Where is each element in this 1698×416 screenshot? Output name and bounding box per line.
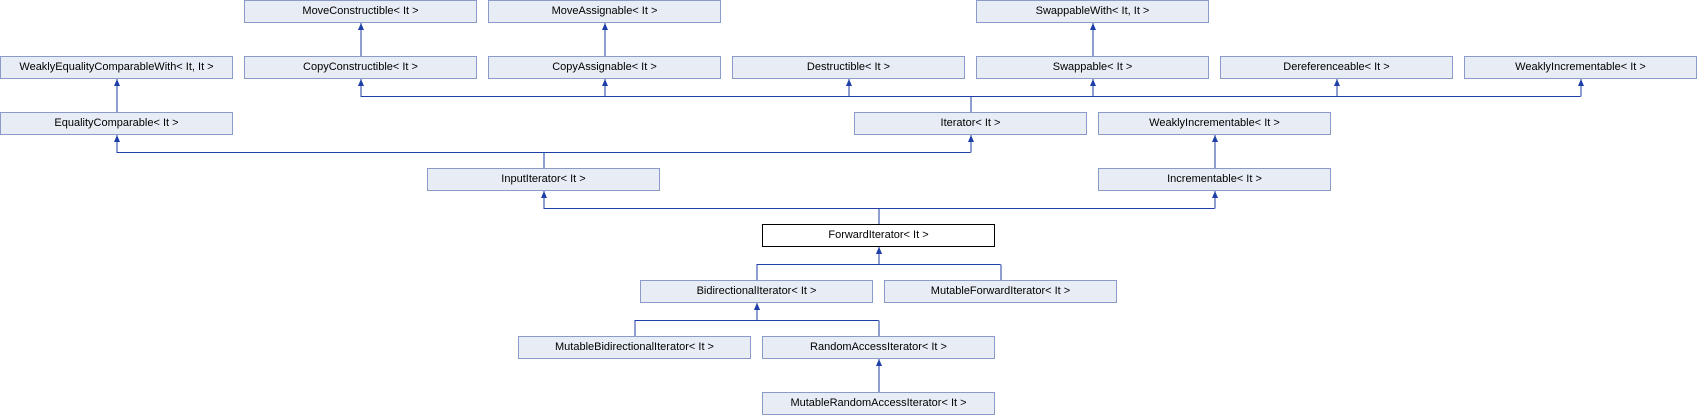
node-dereferenceable[interactable]: Dereferenceable< It > xyxy=(1220,56,1453,79)
node-swappable-with[interactable]: SwappableWith< It, It > xyxy=(976,0,1209,23)
edge-arrowhead xyxy=(1090,23,1096,30)
node-iterator[interactable]: Iterator< It > xyxy=(854,112,1087,135)
edge-arrowhead xyxy=(968,135,974,142)
node-mutable-random-access-iterator[interactable]: MutableRandomAccessIterator< It > xyxy=(762,392,995,415)
node-swappable[interactable]: Swappable< It > xyxy=(976,56,1209,79)
edge-arrowhead xyxy=(846,79,852,86)
node-move-constructible[interactable]: MoveConstructible< It > xyxy=(244,0,477,23)
edge-arrowhead xyxy=(602,79,608,86)
node-weakly-equality-comparable-with[interactable]: WeaklyEqualityComparableWith< It, It > xyxy=(0,56,233,79)
node-forward-iterator-current: ForwardIterator< It > xyxy=(762,224,995,247)
edge-arrowhead xyxy=(1212,191,1218,198)
node-weakly-incrementable-mid[interactable]: WeaklyIncrementable< It > xyxy=(1098,112,1331,135)
node-destructible[interactable]: Destructible< It > xyxy=(732,56,965,79)
node-equality-comparable[interactable]: EqualityComparable< It > xyxy=(0,112,233,135)
edge-arrowhead xyxy=(1578,79,1584,86)
edge-arrowhead xyxy=(358,23,364,30)
edge-arrowhead xyxy=(1090,79,1096,86)
node-incrementable[interactable]: Incrementable< It > xyxy=(1098,168,1331,191)
edge-arrowhead xyxy=(602,23,608,30)
node-random-access-iterator[interactable]: RandomAccessIterator< It > xyxy=(762,336,995,359)
node-mutable-bidirectional-iterator[interactable]: MutableBidirectionalIterator< It > xyxy=(518,336,751,359)
edge-arrowhead xyxy=(114,79,120,86)
node-input-iterator[interactable]: InputIterator< It > xyxy=(427,168,660,191)
edge-arrowhead xyxy=(541,191,547,198)
edge-arrowhead xyxy=(876,359,882,366)
edge-arrowhead xyxy=(358,79,364,86)
edge-arrowhead xyxy=(754,303,760,310)
edge-arrowhead xyxy=(876,247,882,254)
node-move-assignable[interactable]: MoveAssignable< It > xyxy=(488,0,721,23)
node-weakly-incrementable-top[interactable]: WeaklyIncrementable< It > xyxy=(1464,56,1697,79)
node-mutable-forward-iterator[interactable]: MutableForwardIterator< It > xyxy=(884,280,1117,303)
node-copy-constructible[interactable]: CopyConstructible< It > xyxy=(244,56,477,79)
node-bidirectional-iterator[interactable]: BidirectionalIterator< It > xyxy=(640,280,873,303)
edge-arrowhead xyxy=(114,135,120,142)
edge-arrowhead xyxy=(1212,135,1218,142)
node-copy-assignable[interactable]: CopyAssignable< It > xyxy=(488,56,721,79)
edge-arrowhead xyxy=(1334,79,1340,86)
